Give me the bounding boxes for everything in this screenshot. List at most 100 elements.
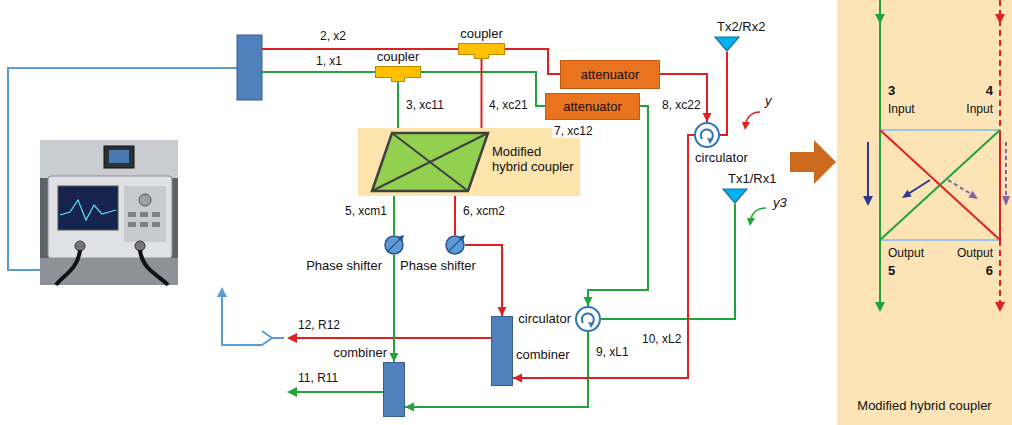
connector (390, 255, 399, 362)
phase-shifter-arrowhead (458, 235, 465, 242)
feed-wire (8, 68, 237, 270)
analyzer-monitor-screen (109, 150, 129, 163)
component-label: circulator (518, 311, 571, 326)
circulator: circulator (694, 122, 720, 148)
combiner: combiner (491, 316, 513, 386)
port-line (879, 240, 881, 304)
arrowhead (498, 307, 507, 316)
connector-line (481, 55, 483, 128)
phase-shifter-disc (385, 236, 403, 254)
connector (465, 245, 507, 316)
component-label: combiner (334, 345, 387, 360)
hybrid-coupler: Modified hybrid coupler (358, 128, 580, 196)
signal-label: 4, xc21 (487, 98, 530, 112)
coupler: coupler (375, 66, 421, 78)
analyzer-trace (60, 200, 116, 220)
antenna: Tx1/Rx1 (722, 188, 748, 204)
analyzer-screen (58, 186, 118, 230)
coupler-edge (880, 129, 1000, 131)
arrowhead (995, 14, 1005, 24)
connector (394, 196, 395, 235)
connector (481, 55, 482, 128)
analyzer-keypad (124, 186, 166, 242)
connector (398, 78, 399, 128)
arrowhead (863, 196, 873, 206)
circulator-ring (695, 123, 719, 147)
circulator-arrowhead (588, 322, 594, 328)
circulator-arrowhead (707, 138, 713, 144)
coupler: coupler (458, 43, 505, 55)
antenna-triangle (723, 189, 747, 203)
coupler-path (880, 130, 1000, 240)
analyzer-body (48, 176, 172, 258)
component-label: attenuator (581, 67, 640, 82)
circulator: circulator (575, 306, 601, 332)
signal-label: 9, xL1 (594, 345, 631, 359)
combiner: combiner (383, 362, 405, 417)
antenna-symbol (722, 188, 748, 204)
connector (660, 74, 712, 122)
arrowhead (742, 122, 750, 130)
signal-label: 3, xc11 (404, 98, 446, 112)
arrowhead (747, 218, 755, 226)
flow-arrow (867, 142, 869, 198)
arrowhead (875, 302, 885, 312)
circulator-symbol (694, 122, 720, 148)
component-label: circulator (695, 150, 748, 165)
coupler-path (999, 130, 1001, 240)
wave-arrow (746, 112, 760, 123)
attenuator-box: attenuator (560, 60, 660, 89)
zoom-arrow (790, 140, 836, 184)
analyzer-key (140, 212, 148, 217)
port-number: 5 (886, 264, 897, 278)
coupler-edge (880, 239, 1000, 241)
signal-label: 5, xcm1 (343, 204, 389, 218)
hybrid-parallelogram (372, 133, 488, 191)
port-number: 6 (984, 264, 995, 278)
circulator-ring (576, 307, 600, 331)
component-label: combiner (516, 347, 569, 362)
connector-line (397, 78, 399, 128)
antenna: Tx2/Rx2 (714, 36, 740, 52)
signal-label: 8, xc22 (660, 98, 703, 112)
component-label: Phase shifter (306, 258, 382, 273)
analyzer-port (135, 241, 145, 251)
coupler-port (474, 54, 489, 59)
signal-wire (262, 48, 458, 50)
connector (720, 52, 727, 135)
flow-arrow (1005, 142, 1007, 196)
flow-arrow (948, 180, 971, 194)
arrowhead (703, 113, 712, 122)
port-label: Output (886, 246, 926, 260)
component-label: Phase shifter (400, 258, 476, 273)
signal-label: 6, xcm2 (461, 204, 507, 218)
connector-line (465, 245, 502, 316)
analyzer-key (128, 212, 136, 217)
return-cable (222, 296, 262, 345)
antenna-label: Tx1/Rx1 (728, 171, 776, 186)
arrowhead (217, 287, 227, 297)
signal-label: y3 (771, 196, 789, 210)
coupler-port (391, 77, 406, 82)
analyzer-cable (56, 250, 80, 285)
signal-label: 12, R12 (296, 318, 342, 332)
connector-line (454, 196, 456, 235)
analyzer-monitor (104, 146, 134, 168)
hybrid-panel: Modified hybrid coupler (837, 0, 1012, 425)
component-label: coupler (460, 26, 503, 41)
signal-label: 7, xc12 (552, 124, 595, 138)
connector-line (393, 255, 395, 362)
component-label: attenuator (563, 99, 622, 114)
component-label: Modified hybrid coupler (492, 144, 578, 174)
arrowhead (1002, 196, 1010, 206)
connector-line (601, 204, 735, 319)
port-number: 3 (886, 84, 897, 98)
arrowhead (405, 403, 414, 412)
port-number: 4 (984, 84, 995, 98)
coupler-path (880, 130, 1000, 240)
port-label: Input (964, 102, 995, 116)
arrowhead (875, 14, 885, 24)
hybrid-cross (372, 133, 488, 191)
arrowhead (584, 297, 593, 306)
output-wire (296, 391, 383, 393)
